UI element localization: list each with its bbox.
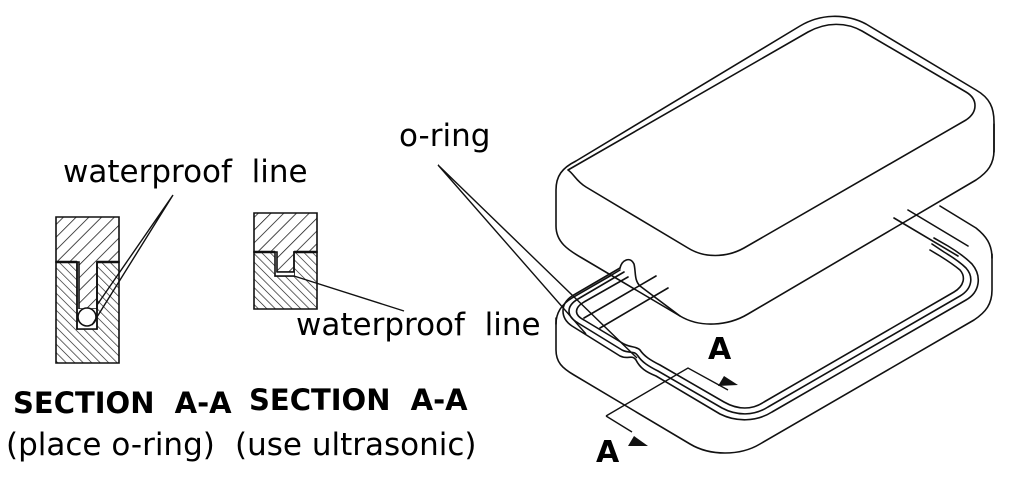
label-section-a-top: A — [708, 332, 732, 367]
section-arrow-bottom-icon — [628, 436, 648, 446]
section-ultrasonic-drawing — [253, 212, 318, 310]
section-2-title: SECTION A-A — [249, 383, 468, 417]
label-waterproof-line-mid: waterproof line — [296, 307, 541, 343]
section-arrow-top-icon — [718, 376, 738, 386]
enclosure-base — [555, 205, 993, 454]
enclosure-lid — [555, 15, 995, 325]
section-oring-drawing — [55, 216, 120, 364]
section-2-caption: (use ultrasonic) — [235, 427, 477, 463]
label-section-a-bottom: A — [596, 435, 620, 470]
section-cut-line — [605, 367, 738, 446]
section-1-caption: (place o-ring) — [6, 427, 215, 463]
section-1-title: SECTION A-A — [13, 386, 232, 420]
label-o-ring: o-ring — [399, 118, 490, 154]
oring-cross-section — [77, 307, 97, 327]
enclosure-illustration — [555, 15, 995, 454]
label-waterproof-line-top: waterproof line — [63, 154, 308, 190]
